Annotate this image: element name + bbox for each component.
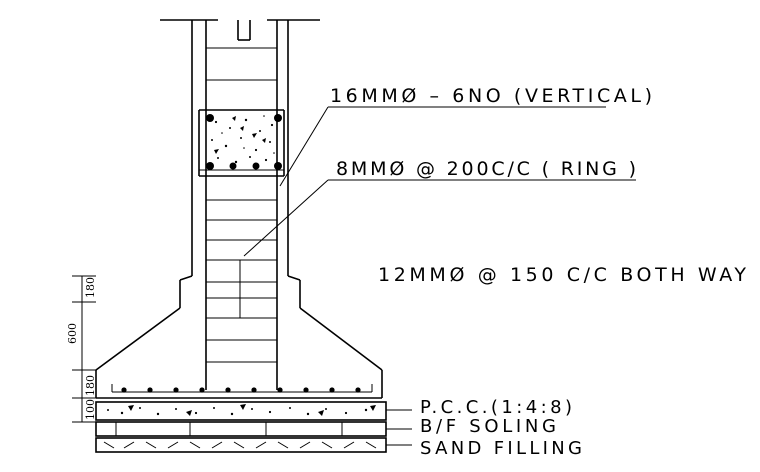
- sand-layer: [95, 437, 387, 453]
- leader-lines: [243, 106, 636, 446]
- sand-callout: SAND FILLING: [420, 438, 582, 459]
- pcc-callout: P.C.C.(1:4:8): [420, 397, 572, 418]
- soling-callout: B/F SOLING: [420, 416, 556, 437]
- base-mesh-dots: [121, 387, 361, 393]
- footing: [95, 275, 383, 399]
- pcc-layer: [95, 401, 387, 421]
- dimension-lines: [72, 275, 96, 423]
- base-mesh-callout: 12MMØ @ 150 C/C BOTH WAY: [378, 264, 746, 286]
- dim-middle: 600: [66, 323, 79, 344]
- vertical-bars-callout: 16MMØ – 6NO (VERTICAL): [330, 85, 652, 107]
- dim-top-step: 180: [84, 277, 97, 298]
- ring-bars: [206, 199, 277, 363]
- soling-layer: [95, 421, 387, 437]
- dim-bottom-step: 180: [84, 375, 97, 396]
- column-cross-section: [198, 109, 285, 177]
- vertical-bar-dots: [206, 114, 282, 170]
- column: [160, 19, 320, 390]
- ring-callout: 8MMØ @ 200C/C ( RING ): [336, 158, 636, 180]
- dim-pcc-thickness: 100: [84, 399, 97, 420]
